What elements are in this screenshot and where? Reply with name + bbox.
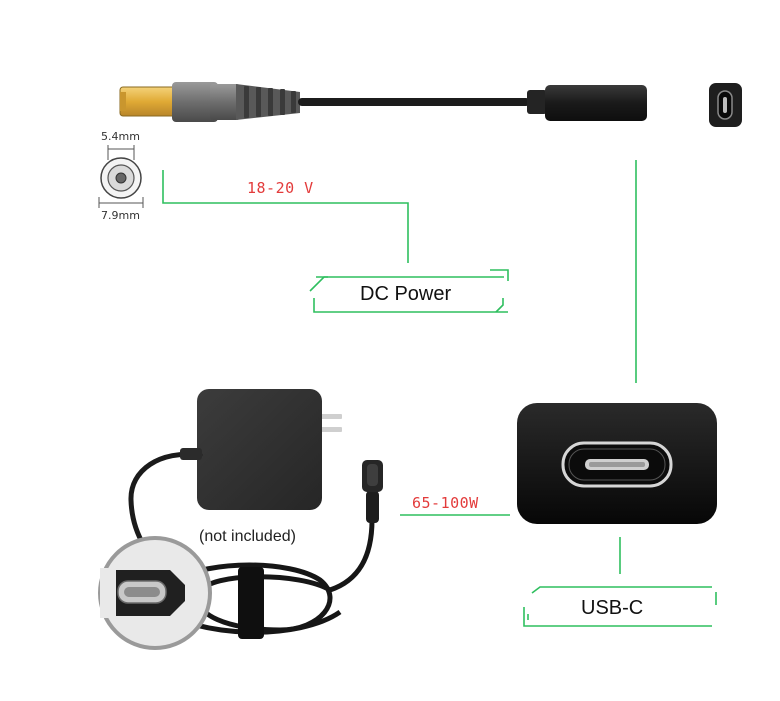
wattage-label: 65-100W — [412, 494, 479, 512]
connector-dimension-icon — [98, 145, 144, 208]
usb-c-box — [523, 586, 717, 627]
not-included-note: (not included) — [199, 528, 296, 545]
usb-c-port-icon — [517, 403, 717, 524]
barrel-plug-icon — [119, 82, 647, 122]
usbc-callout-line — [400, 160, 637, 574]
inner-diameter-label: 5.4mm — [101, 130, 140, 143]
dc-power-box — [309, 269, 509, 313]
outer-diameter-label: 7.9mm — [101, 209, 140, 222]
dc-power-label: DC Power — [360, 283, 452, 305]
usb-c-plug-icon — [98, 536, 212, 650]
usb-c-female-icon — [709, 83, 742, 127]
voltage-label: 18-20 V — [247, 179, 314, 197]
usb-c-label: USB-C — [581, 597, 644, 619]
dc-callout-line — [162, 170, 409, 263]
